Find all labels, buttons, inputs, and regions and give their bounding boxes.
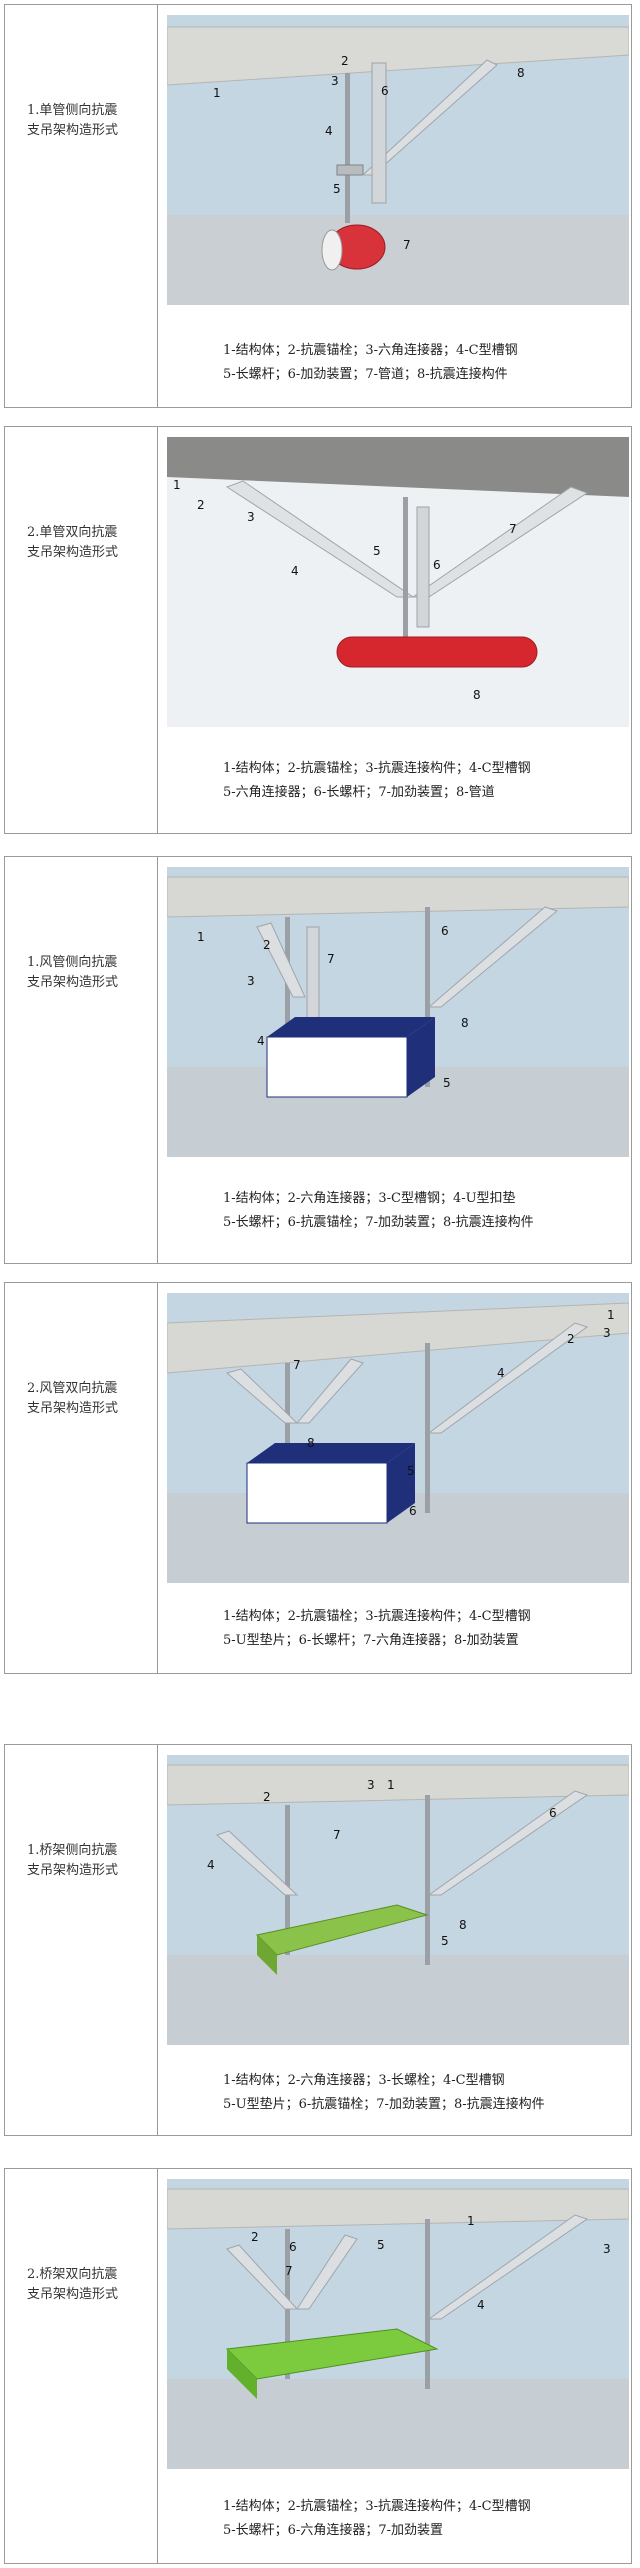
callout-label: 7 (327, 952, 335, 966)
section-card-6: 2.桥架双向抗震 支吊架构造形式 1 2 3 4 5 6 7 1-结构体；2-抗… (4, 2168, 632, 2564)
callout-label: 5 (373, 544, 381, 558)
callout-label: 4 (291, 564, 299, 578)
callout-label: 8 (517, 66, 525, 80)
divider (157, 427, 158, 833)
callout-label: 7 (293, 1358, 301, 1372)
callout-label: 8 (307, 1436, 315, 1450)
callout-label: 7 (285, 2264, 293, 2278)
section-card-5: 1.桥架侧向抗震 支吊架构造形式 1 2 3 4 5 6 7 8 1-结构体；2… (4, 1744, 632, 2136)
section-card-2: 2.单管双向抗震 支吊架构造形式 1 2 3 4 5 6 7 8 1-结构体；2… (4, 426, 632, 834)
callout-label: 6 (409, 1504, 417, 1518)
section-caption: 1-结构体；2-抗震锚栓；3-抗震连接构件；4-C型槽钢 5-六角连接器；6-长… (223, 757, 623, 805)
callout-label: 8 (461, 1016, 469, 1030)
section-caption: 1-结构体；2-抗震锚栓；3-抗震连接构件；4-C型槽钢 5-长螺杆；6-六角连… (223, 2495, 623, 2543)
callout-label: 4 (207, 1858, 215, 1872)
callout-label: 2 (263, 938, 271, 952)
caption-line: 1-结构体；2-抗震锚栓；3-六角连接器；4-C型槽钢 (223, 343, 518, 358)
callout-label: 4 (477, 2298, 485, 2312)
callout-label: 6 (381, 84, 389, 98)
callout-label: 3 (367, 1778, 375, 1792)
callout-label: 5 (333, 182, 341, 196)
illustration-tray-bidirectional: 1 2 3 4 5 6 7 (167, 2179, 629, 2469)
caption-line: 5-六角连接器；6-长螺杆；7-加劲装置；8-管道 (223, 785, 495, 800)
illustration-single-pipe-bidirectional: 1 2 3 4 5 6 7 8 (167, 437, 629, 727)
divider (157, 2169, 158, 2563)
callout-label: 7 (403, 238, 411, 252)
caption-line: 5-U型垫片；6-抗震锚栓；7-加劲装置；8-抗震连接构件 (223, 2097, 545, 2112)
callout-label: 6 (549, 1806, 557, 1820)
callout-label: 8 (473, 688, 481, 702)
callout-label: 3 (603, 2242, 611, 2256)
illustration-tray-lateral: 1 2 3 4 5 6 7 8 (167, 1755, 629, 2045)
section-title: 1.单管侧向抗震 支吊架构造形式 (27, 103, 119, 138)
section-card-3: 1.风管侧向抗震 支吊架构造形式 1 2 3 4 5 6 7 8 1-结构体；2… (4, 856, 632, 1264)
caption-line: 1-结构体；2-六角连接器；3-长螺栓；4-C型槽钢 (223, 2073, 505, 2088)
callout-label: 7 (333, 1828, 341, 1842)
callout-label: 1 (467, 2214, 475, 2228)
callout-label: 4 (497, 1366, 505, 1380)
callout-label: 2 (263, 1790, 271, 1804)
callout-label: 7 (509, 522, 517, 536)
caption-line: 5-长螺杆；6-六角连接器；7-加劲装置 (223, 2523, 443, 2538)
callout-label: 5 (441, 1934, 449, 1948)
callout-label: 3 (247, 974, 255, 988)
divider (157, 5, 158, 407)
callout-label: 2 (567, 1332, 575, 1346)
section-title: 1.风管侧向抗震 支吊架构造形式 (27, 955, 119, 990)
callout-label: 1 (607, 1308, 615, 1322)
callout-label: 1 (387, 1778, 395, 1792)
divider (157, 1745, 158, 2135)
section-caption: 1-结构体；2-抗震锚栓；3-六角连接器；4-C型槽钢 5-长螺杆；6-加劲装置… (223, 339, 623, 387)
section-caption: 1-结构体；2-六角连接器；3-C型槽钢；4-U型扣垫 5-长螺杆；6-抗震锚栓… (223, 1187, 623, 1235)
callout-label: 5 (443, 1076, 451, 1090)
illustration-duct-bidirectional: 1 2 3 4 5 6 7 8 (167, 1293, 629, 1583)
callout-label: 2 (341, 54, 349, 68)
callout-label: 6 (441, 924, 449, 938)
section-card-4: 2.风管双向抗震 支吊架构造形式 1 2 3 4 5 6 7 8 1-结构体；2… (4, 1282, 632, 1674)
callout-label: 4 (325, 124, 333, 138)
caption-line: 5-U型垫片；6-长螺杆；7-六角连接器；8-加劲装置 (223, 1633, 519, 1648)
section-title: 2.单管双向抗震 支吊架构造形式 (27, 525, 119, 560)
callout-label: 5 (407, 1464, 415, 1478)
callout-label: 1 (173, 478, 181, 492)
section-caption: 1-结构体；2-抗震锚栓；3-抗震连接构件；4-C型槽钢 5-U型垫片；6-长螺… (223, 1605, 623, 1653)
section-caption: 1-结构体；2-六角连接器；3-长螺栓；4-C型槽钢 5-U型垫片；6-抗震锚栓… (223, 2069, 623, 2117)
callout-label: 1 (197, 930, 205, 944)
illustration-single-pipe-lateral: 1 2 3 4 5 6 7 8 (167, 15, 629, 305)
caption-line: 1-结构体；2-抗震锚栓；3-抗震连接构件；4-C型槽钢 (223, 761, 531, 776)
section-card-1: 1.单管侧向抗震 支吊架构造形式 1 2 3 4 5 6 7 8 1-结构体；2… (4, 4, 632, 408)
callout-label: 4 (257, 1034, 265, 1048)
section-title: 2.风管双向抗震 支吊架构造形式 (27, 1381, 119, 1416)
caption-line: 1-结构体；2-六角连接器；3-C型槽钢；4-U型扣垫 (223, 1191, 516, 1206)
caption-line: 5-长螺杆；6-抗震锚栓；7-加劲装置；8-抗震连接构件 (223, 1215, 534, 1230)
caption-line: 5-长螺杆；6-加劲装置；7-管道；8-抗震连接构件 (223, 367, 508, 382)
callout-label: 1 (213, 86, 221, 100)
divider (157, 1283, 158, 1673)
section-title: 1.桥架侧向抗震 支吊架构造形式 (27, 1843, 119, 1878)
callout-label: 3 (331, 74, 339, 88)
callout-label: 3 (603, 1326, 611, 1340)
callout-label: 2 (197, 498, 205, 512)
caption-line: 1-结构体；2-抗震锚栓；3-抗震连接构件；4-C型槽钢 (223, 1609, 531, 1624)
callout-label: 8 (459, 1918, 467, 1932)
callout-label: 3 (247, 510, 255, 524)
section-title: 2.桥架双向抗震 支吊架构造形式 (27, 2267, 119, 2302)
callout-label: 6 (289, 2240, 297, 2254)
caption-line: 1-结构体；2-抗震锚栓；3-抗震连接构件；4-C型槽钢 (223, 2499, 531, 2514)
callout-label: 2 (251, 2230, 259, 2244)
divider (157, 857, 158, 1263)
illustration-duct-lateral: 1 2 3 4 5 6 7 8 (167, 867, 629, 1157)
callout-label: 6 (433, 558, 441, 572)
callout-label: 5 (377, 2238, 385, 2252)
